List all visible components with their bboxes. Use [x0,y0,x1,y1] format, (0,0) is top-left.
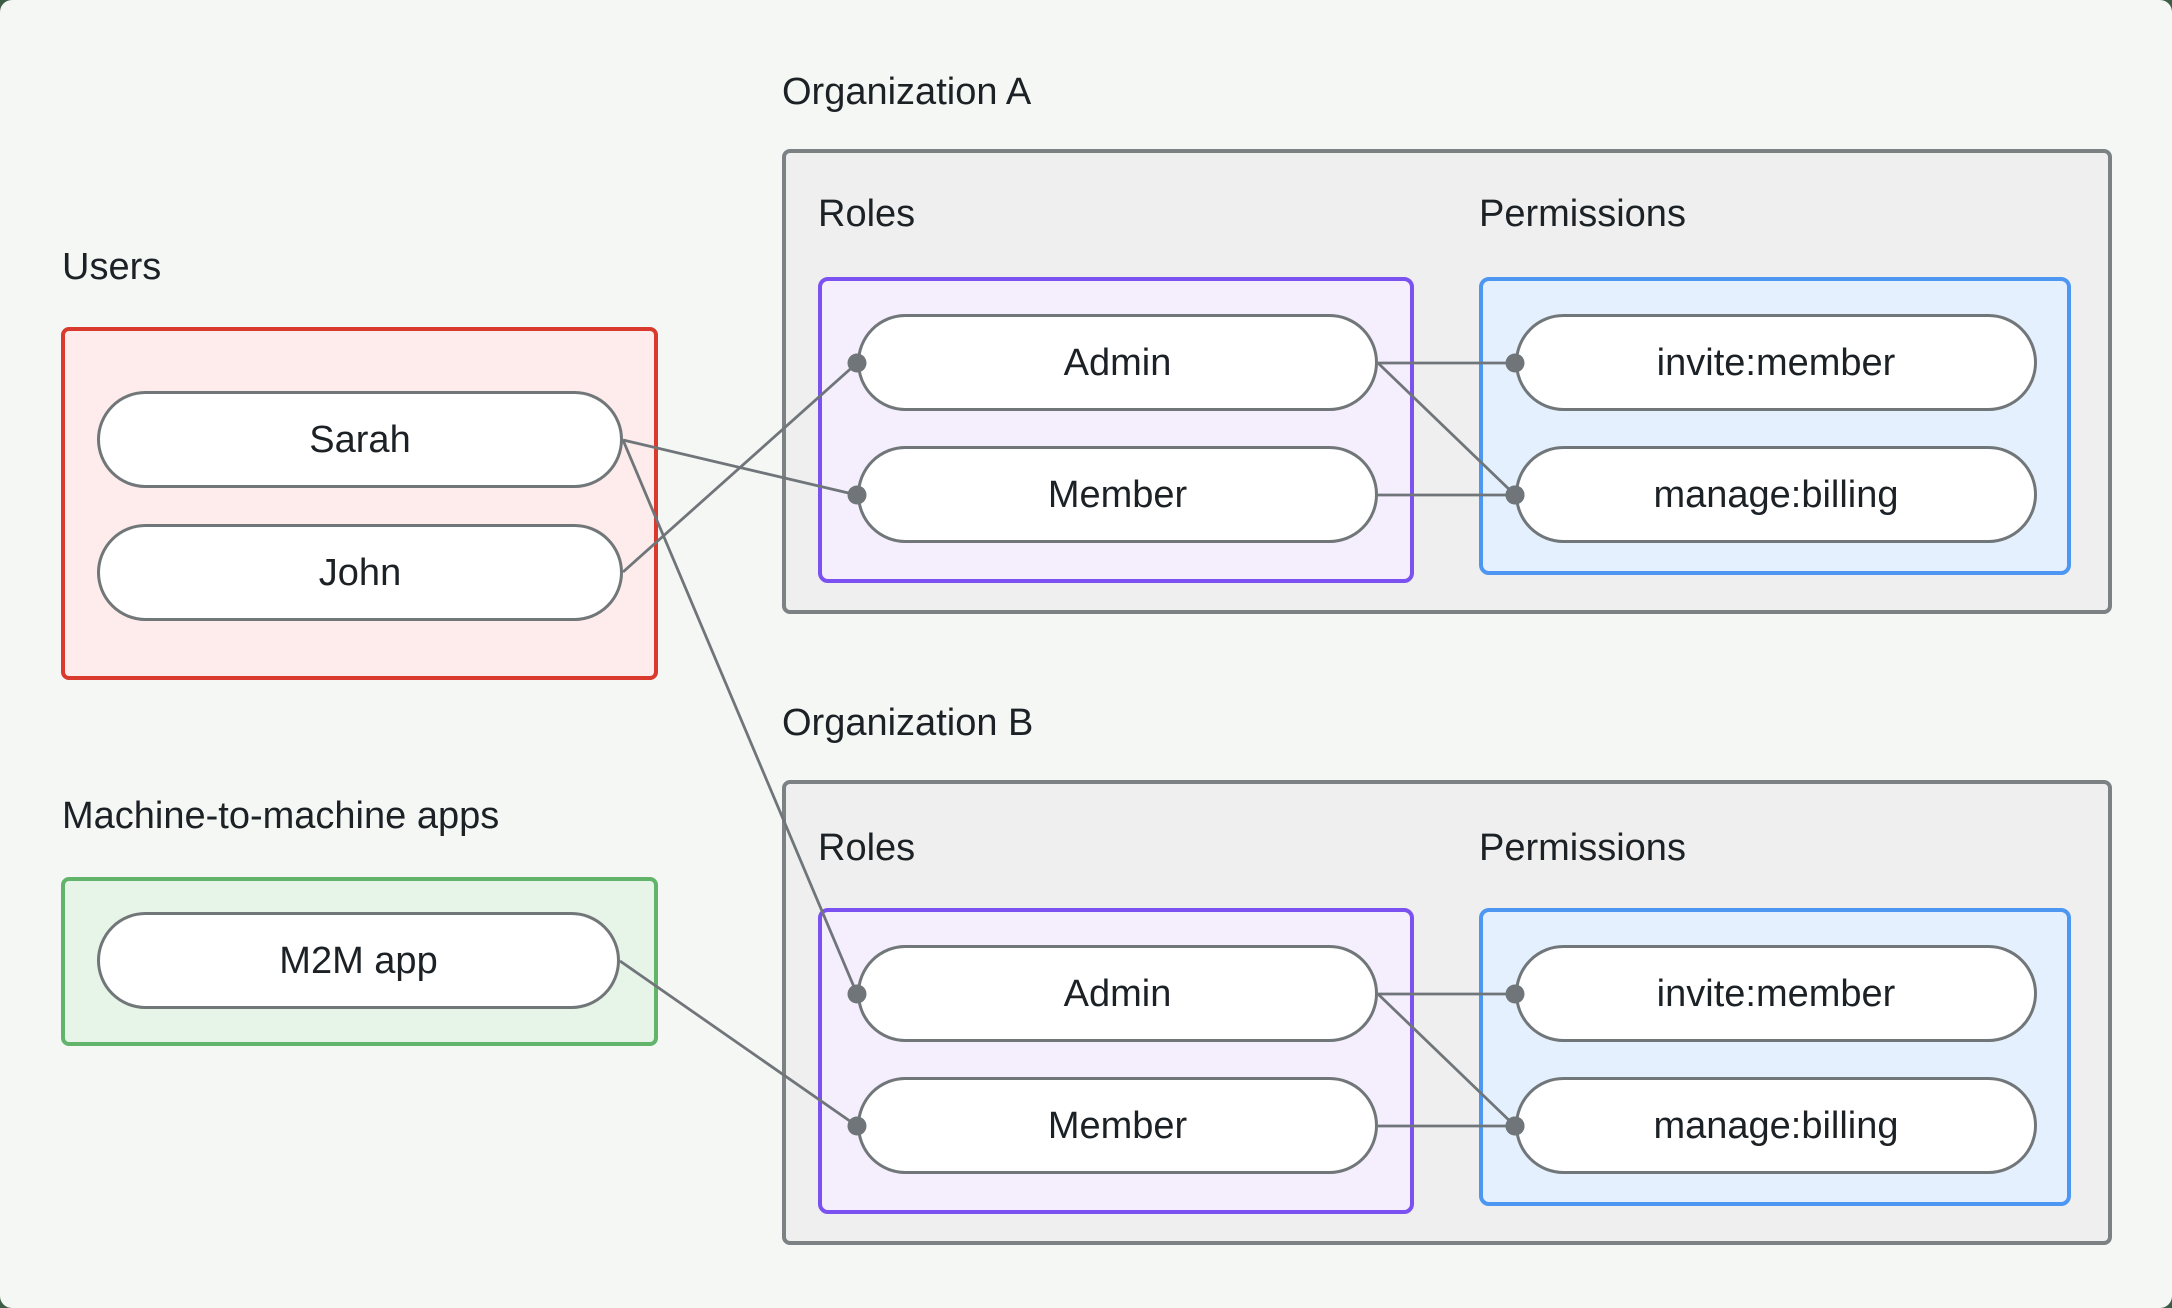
org-b-roles-label: Roles [818,827,916,869]
org-a-label: Organization A [782,71,1032,113]
org-b-label: Organization B [782,702,1034,744]
role-pill-org-a-member: Member [857,446,1378,543]
permission-pill-org-a-manage-billing: manage:billing [1515,446,2037,543]
org-a-roles-label: Roles [818,193,916,235]
permission-pill-org-b-invite-member: invite:member [1515,945,2037,1042]
role-pill-org-a-admin: Admin [857,314,1378,411]
user-pill-john: John [97,524,623,621]
users-label: Users [62,246,162,288]
user-pill-sarah: Sarah [97,391,623,488]
org-b-permissions-label: Permissions [1479,827,1686,869]
m2m-pill-app: M2M app [97,912,620,1009]
org-a-permissions-label: Permissions [1479,193,1686,235]
role-pill-org-b-member: Member [857,1077,1378,1174]
permission-pill-org-b-manage-billing: manage:billing [1515,1077,2037,1174]
users-group-box [61,327,658,680]
m2m-label: Machine-to-machine apps [62,795,500,837]
permission-pill-org-a-invite-member: invite:member [1515,314,2037,411]
role-pill-org-b-admin: Admin [857,945,1378,1042]
